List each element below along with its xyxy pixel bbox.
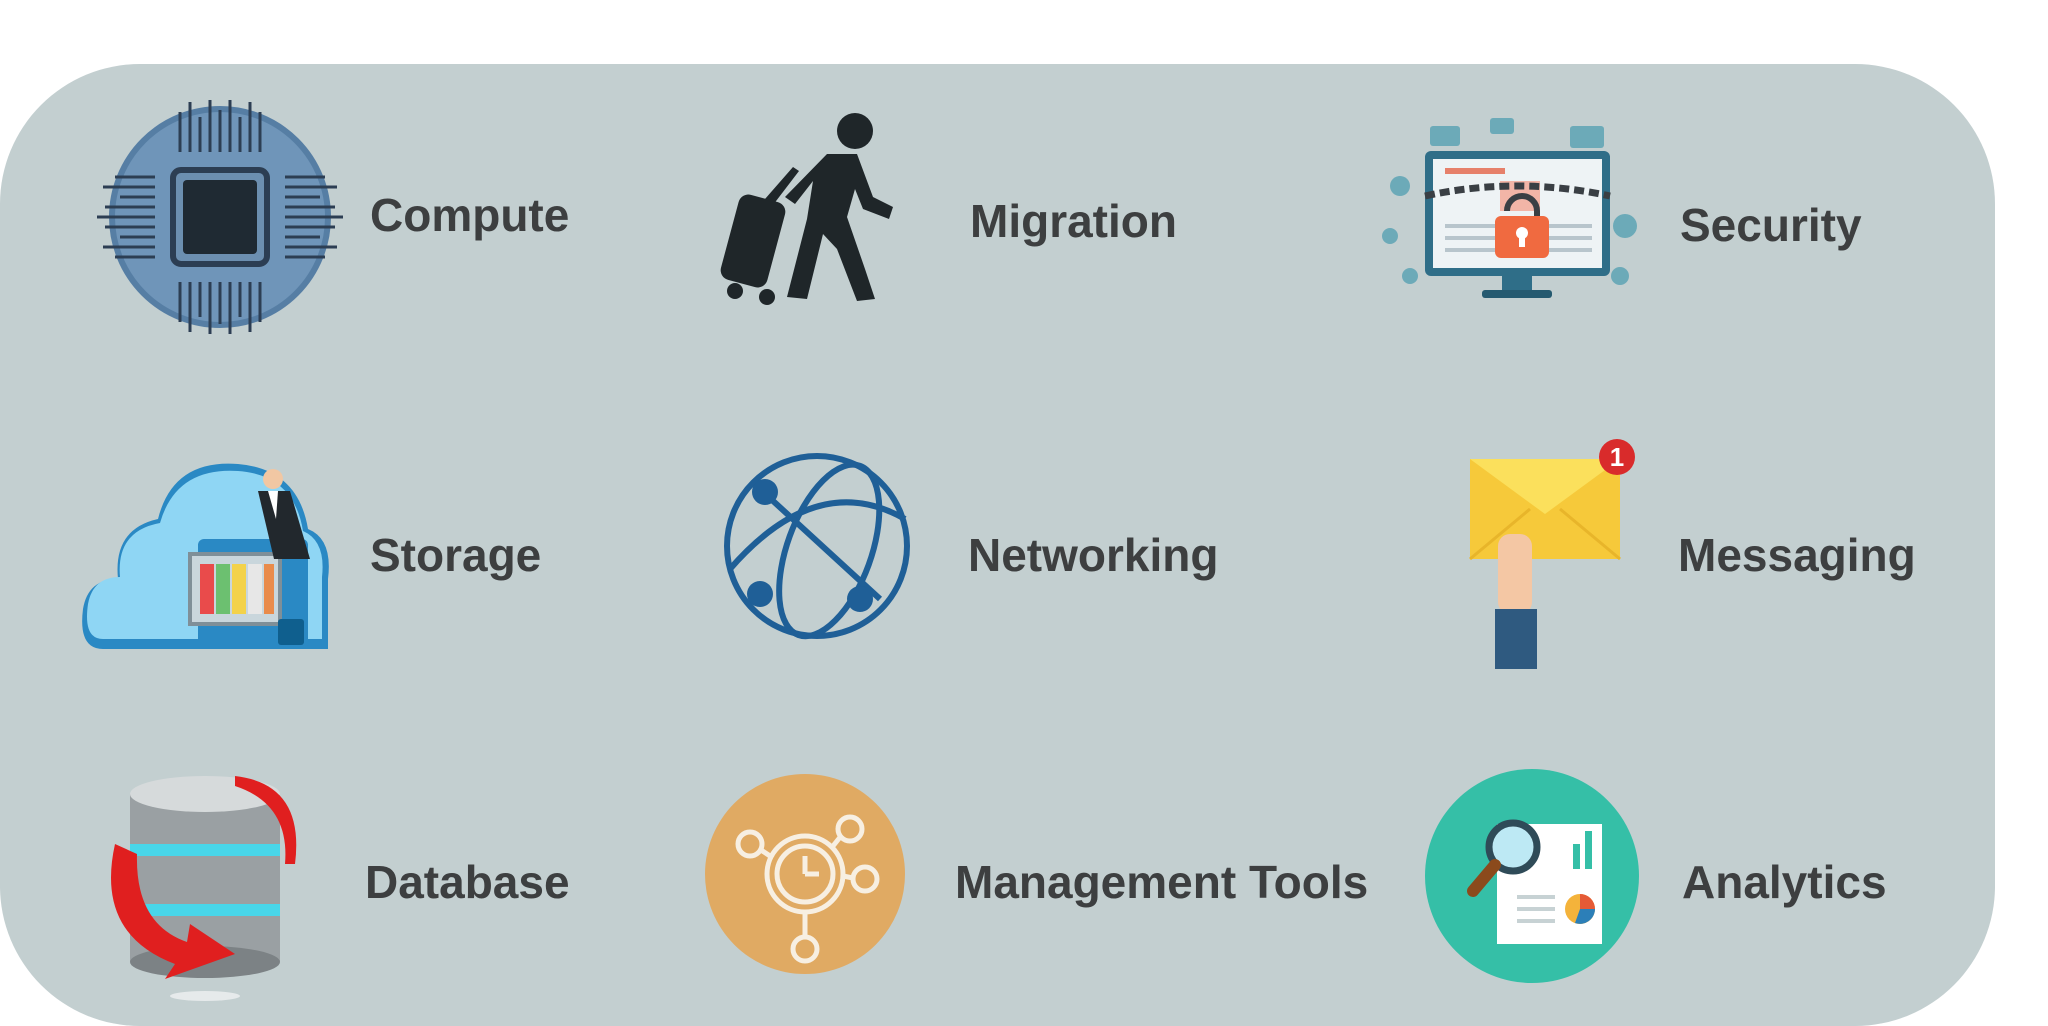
management-clock-icon [705,774,905,974]
service-label-migration: Migration [970,195,1177,247]
locked-monitor-icon [1370,116,1660,316]
service-label-storage: Storage [370,529,542,581]
service-label-messaging: Messaging [1678,529,1916,581]
database-refresh-icon [95,764,325,1004]
cpu-chip-icon [95,92,345,342]
analytics-report-icon [1425,769,1640,984]
service-label-management-tools: Management Tools [955,856,1369,908]
service-label-security: Security [1680,199,1862,251]
notification-count-badge: 1 [1609,442,1625,472]
traveler-with-luggage-icon [715,109,915,309]
service-label-database: Database [365,856,570,908]
cloud-file-cabinet-icon [78,439,338,669]
envelope-notification-icon: 1 [1460,439,1650,669]
network-globe-icon [720,449,915,644]
services-panel: Compute Migration [0,64,1995,1026]
service-label-networking: Networking [968,529,1219,581]
service-label-compute: Compute [370,189,570,241]
service-label-analytics: Analytics [1682,856,1887,908]
